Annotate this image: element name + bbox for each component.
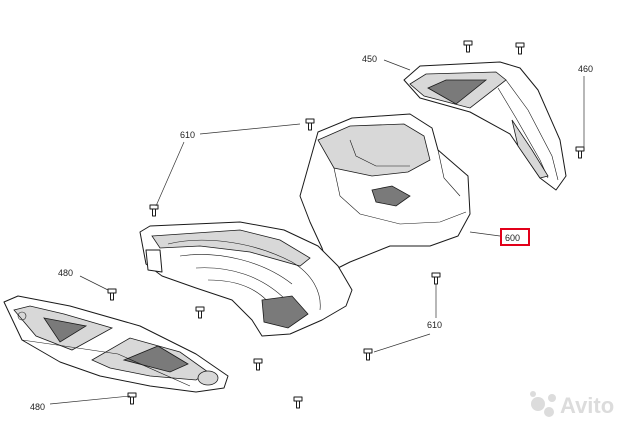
screw-icon — [575, 146, 585, 159]
part-600-console-body — [139, 113, 471, 337]
screw-icon — [127, 392, 137, 405]
callout-610-bottom: 610 — [427, 320, 442, 330]
screw-icon — [107, 288, 117, 301]
callout-480-bottom: 480 — [30, 402, 45, 412]
screw-icon — [515, 42, 525, 55]
part-450-vent-cover — [403, 61, 567, 191]
screw-icon — [253, 358, 263, 371]
callout-610-top: 610 — [180, 130, 195, 140]
screw-icon — [149, 204, 159, 217]
callout-600: 600 — [505, 233, 520, 243]
avito-watermark: Avito — [530, 391, 614, 418]
callout-600-highlight — [500, 228, 530, 246]
callout-460: 460 — [578, 64, 593, 74]
screw-icon — [463, 40, 473, 53]
leader-lines — [49, 59, 585, 405]
screw-icon — [293, 396, 303, 409]
screw-icon — [305, 118, 315, 131]
screw-icon-group — [107, 40, 585, 409]
part-480-vent-cover — [3, 295, 229, 393]
callout-450: 450 — [362, 54, 377, 64]
avito-watermark-text: Avito — [560, 393, 614, 418]
avito-logo-icon — [530, 391, 556, 417]
callout-labels: 450 460 610 600 480 610 480 — [30, 54, 593, 412]
screw-icon — [363, 348, 373, 361]
screw-icon — [195, 306, 205, 319]
callout-480-top: 480 — [58, 268, 73, 278]
screw-icon — [431, 272, 441, 285]
